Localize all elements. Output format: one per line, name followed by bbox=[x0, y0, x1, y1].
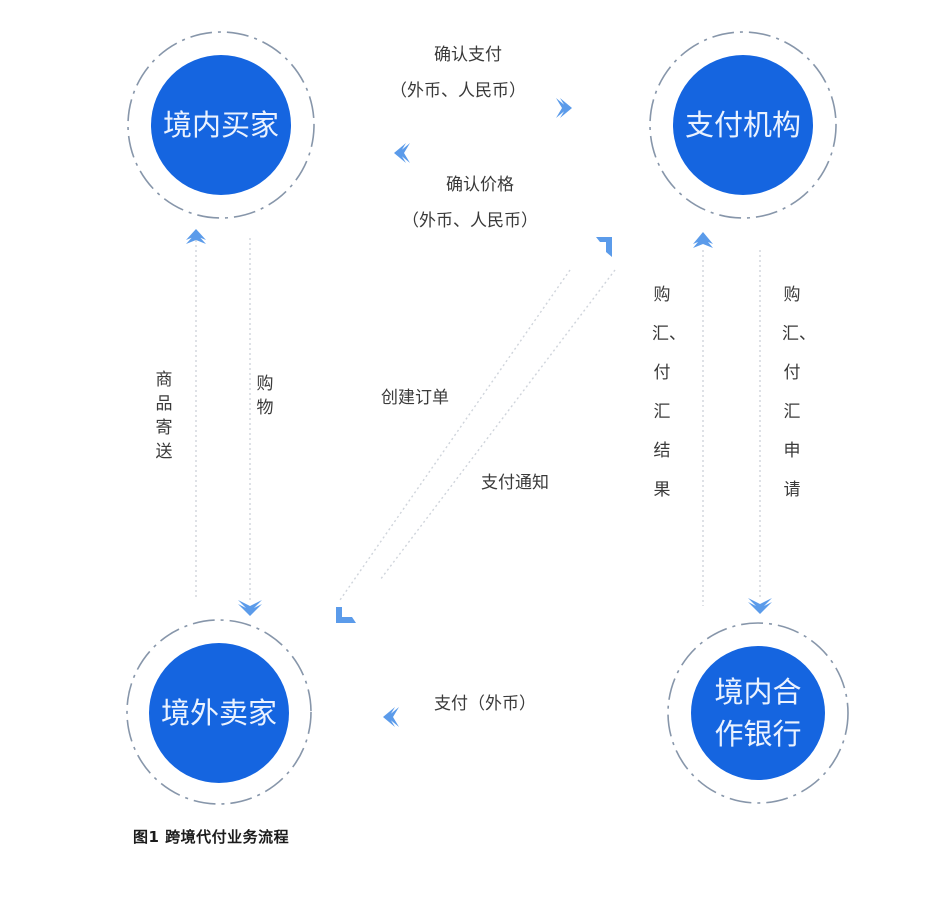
edge-label-line: 确认支付 bbox=[434, 45, 502, 65]
node-label-line1: 境内合 bbox=[714, 674, 802, 709]
edge-label-line: （外币、人民币） bbox=[402, 211, 538, 231]
connector-create-order bbox=[339, 269, 571, 601]
node-label: 支付机构 bbox=[684, 107, 801, 142]
arrow-up-icon bbox=[693, 232, 713, 248]
edge-label-payment-notice: 支付通知 bbox=[481, 473, 549, 493]
arrow-up-right-icon bbox=[596, 237, 612, 257]
node-ring bbox=[126, 619, 312, 805]
edge-label-fx-result: 购汇、付汇结果 bbox=[652, 285, 686, 500]
node-ring bbox=[127, 31, 315, 219]
edge-label-fx-application: 购汇、付汇申请 bbox=[782, 285, 816, 500]
node-label: 境内买家 bbox=[162, 107, 279, 142]
node-ring bbox=[667, 622, 849, 804]
arrow-down-icon bbox=[748, 598, 772, 614]
arrow-left-icon bbox=[383, 707, 399, 727]
connector-payment-notice bbox=[379, 269, 616, 581]
edge-label-line: （外币、人民币） bbox=[390, 81, 526, 101]
edge-label-line: 确认价格 bbox=[446, 175, 514, 195]
edge-label-create-order: 创建订单 bbox=[381, 388, 449, 408]
arrow-down-left-icon bbox=[336, 607, 356, 623]
node-domestic-buyer: 境内买家 bbox=[151, 55, 291, 195]
edge-label-confirm-price: 确认价格 bbox=[446, 170, 514, 195]
node-domestic-partner-bank: 境内合 作银行 bbox=[691, 646, 825, 780]
node-label-line2: 作银行 bbox=[714, 717, 802, 751]
edge-label-confirm-price-currency: （外币、人民币） bbox=[402, 206, 538, 231]
arrow-up-icon bbox=[186, 229, 206, 244]
arrow-right-icon bbox=[556, 98, 572, 118]
edge-label-confirm-payment-currency: （外币、人民币） bbox=[390, 76, 526, 101]
arrow-left-icon bbox=[394, 143, 410, 163]
node-ring bbox=[649, 31, 837, 219]
node-label: 境外卖家 bbox=[160, 695, 277, 730]
edge-label-shopping: 购物 bbox=[256, 374, 274, 418]
edge-label-goods-delivery: 商品寄送 bbox=[155, 370, 173, 462]
figure-caption: 图1 跨境代付业务流程 bbox=[133, 828, 290, 846]
edge-label-payment-foreign-currency: 支付（外币） bbox=[434, 694, 536, 714]
node-overseas-seller: 境外卖家 bbox=[149, 643, 289, 783]
arrow-down-icon bbox=[238, 600, 262, 616]
node-payment-institution: 支付机构 bbox=[673, 55, 813, 195]
edge-label-confirm-payment: 确认支付 bbox=[434, 40, 502, 65]
